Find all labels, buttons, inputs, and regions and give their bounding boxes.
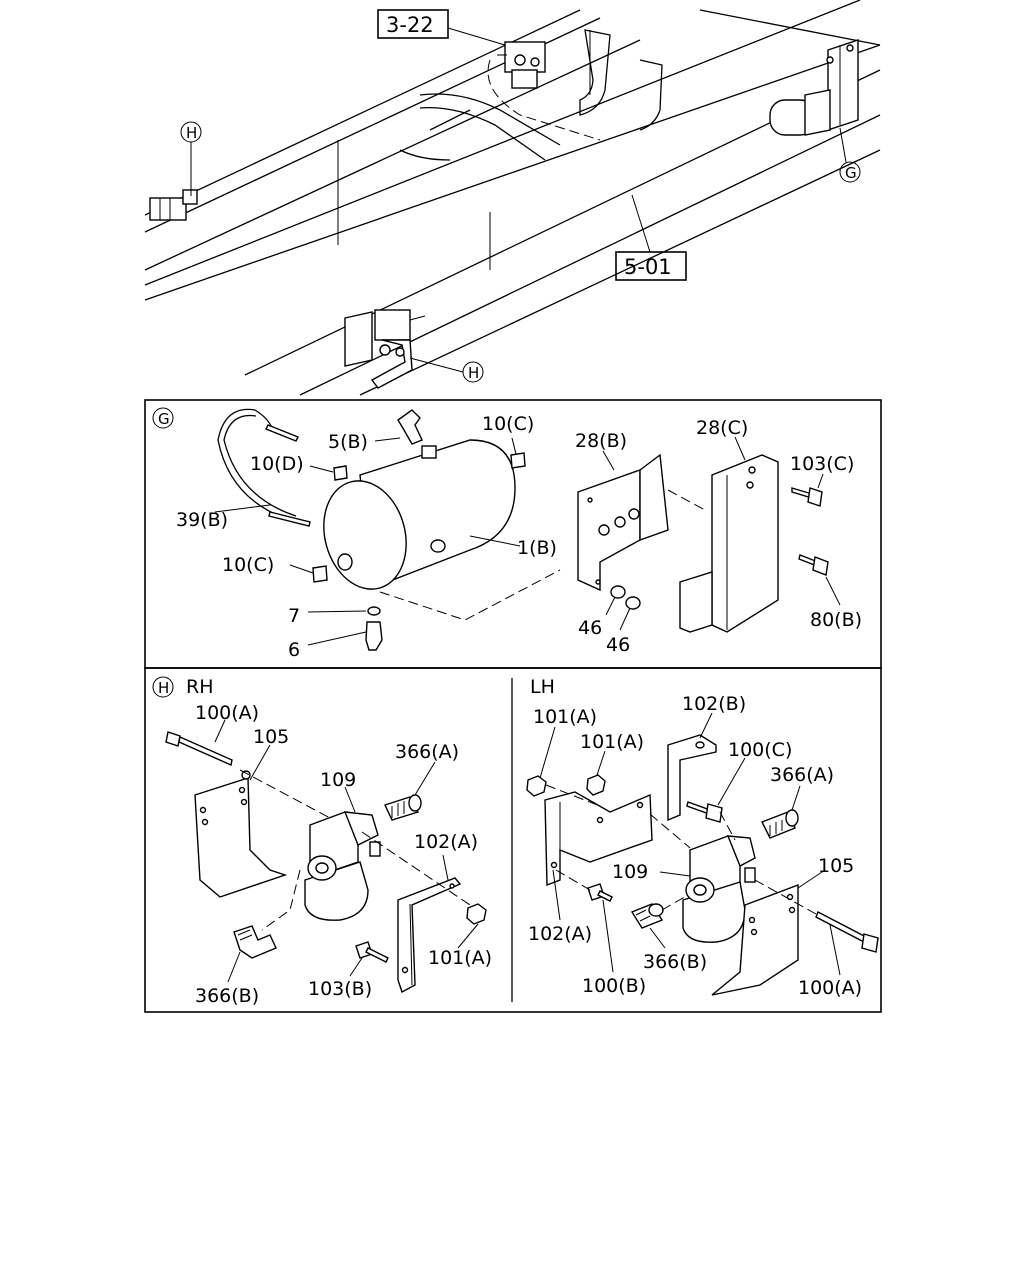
label-10c-top: 10(C) bbox=[482, 413, 534, 435]
rh-label-102a: 102(A) bbox=[414, 831, 478, 853]
rh-label-105: 105 bbox=[253, 726, 289, 748]
label-46-a: 46 bbox=[578, 617, 602, 639]
label-103c: 103(C) bbox=[790, 453, 854, 475]
frame-valve-bottom bbox=[344, 309, 426, 389]
svg-text:H: H bbox=[158, 679, 169, 697]
panel-g: G bbox=[144, 399, 882, 669]
lh-label-101a-1: 101(A) bbox=[533, 706, 597, 728]
lh-label-105: 105 bbox=[818, 855, 854, 877]
lh-fitting-366b bbox=[630, 903, 664, 929]
panel-h: H RH bbox=[144, 667, 882, 1013]
label-39b: 39(B) bbox=[176, 509, 228, 531]
lh-bracket-102b bbox=[667, 734, 717, 822]
rh-label-109: 109 bbox=[320, 769, 356, 791]
bolt-80b bbox=[798, 554, 829, 576]
panel-h-marker: H bbox=[152, 676, 174, 698]
label-10d: 10(D) bbox=[250, 453, 304, 475]
svg-text:5-01: 5-01 bbox=[624, 255, 672, 279]
marker-h-bottom: H bbox=[409, 357, 484, 383]
lh-title: LH bbox=[530, 676, 555, 698]
svg-text:G: G bbox=[845, 164, 857, 182]
air-tank-1b bbox=[323, 439, 561, 621]
lh-bracket-105 bbox=[711, 883, 799, 996]
drain-valve-6 bbox=[365, 621, 383, 651]
panel-g-labels: 5(B) 10(C) 10(D) 39(B) 1(B) 10(C) 7 6 28… bbox=[176, 413, 862, 661]
svg-text:G: G bbox=[158, 410, 170, 428]
frame-valve-left bbox=[149, 189, 198, 221]
lh-label-366a: 366(A) bbox=[770, 764, 834, 786]
svg-text:3-22: 3-22 bbox=[386, 13, 434, 37]
rh-label-101a: 101(A) bbox=[428, 947, 492, 969]
rh-bolt-100a bbox=[165, 731, 233, 766]
lh-bolt-100b bbox=[587, 883, 613, 902]
lh-nut-101a-2 bbox=[586, 774, 606, 796]
label-7: 7 bbox=[288, 605, 300, 627]
washer-7 bbox=[367, 606, 381, 616]
label-6: 6 bbox=[288, 639, 300, 661]
label-10c-left: 10(C) bbox=[222, 554, 274, 576]
rh-title: RH bbox=[186, 676, 214, 698]
svg-text:H: H bbox=[468, 364, 479, 382]
plug-10c-top bbox=[510, 452, 526, 469]
lh-label-100a: 100(A) bbox=[798, 977, 862, 999]
bracket-28c bbox=[679, 454, 779, 633]
panel-h-lh: LH bbox=[526, 676, 879, 999]
rh-fitting-366a bbox=[384, 794, 422, 821]
fitting-5b bbox=[397, 409, 423, 445]
lh-label-102b: 102(B) bbox=[682, 693, 746, 715]
lh-bracket-102a bbox=[544, 791, 653, 887]
lh-nut-101a-1 bbox=[526, 775, 547, 797]
panel-h-rh: H RH bbox=[152, 676, 492, 1007]
rh-label-100a: 100(A) bbox=[195, 702, 259, 724]
marker-h-top-left: H bbox=[180, 121, 202, 196]
rh-bracket-105 bbox=[194, 770, 288, 898]
lh-label-101a-2: 101(A) bbox=[580, 731, 644, 753]
rh-bracket-102a bbox=[397, 877, 462, 994]
frame-tank-right bbox=[769, 39, 859, 136]
lh-bolt-100a bbox=[815, 911, 879, 953]
hose-39b bbox=[217, 408, 311, 527]
lh-valve-109 bbox=[682, 835, 756, 943]
svg-text:H: H bbox=[186, 124, 197, 142]
label-5b: 5(B) bbox=[328, 431, 368, 453]
bolt-103c bbox=[791, 487, 823, 507]
frame-valve-top bbox=[497, 41, 546, 89]
lh-bolt-100c bbox=[686, 801, 723, 823]
panel-g-marker: G bbox=[152, 407, 174, 429]
rh-valve-109 bbox=[304, 811, 381, 921]
chassis-frame-view: 3-22 5-01 H G H bbox=[144, 0, 881, 396]
lh-label-100c: 100(C) bbox=[728, 739, 792, 761]
lh-fitting-366a bbox=[761, 809, 799, 839]
lh-label-100b: 100(B) bbox=[582, 975, 646, 997]
rh-nut-101a bbox=[466, 903, 487, 925]
rh-label-366a: 366(A) bbox=[395, 741, 459, 763]
rh-elbow-366b bbox=[233, 925, 277, 959]
bracket-28b bbox=[577, 453, 706, 592]
rh-label-103b: 103(B) bbox=[308, 978, 372, 1000]
plug-10c-left bbox=[312, 565, 328, 583]
nut-46-b bbox=[625, 596, 641, 610]
lh-label-109: 109 bbox=[612, 861, 648, 883]
rh-label-366b: 366(B) bbox=[195, 985, 259, 1007]
ref-box-5-01: 5-01 bbox=[615, 194, 687, 281]
marker-g-right: G bbox=[839, 127, 861, 183]
label-28b: 28(B) bbox=[575, 430, 627, 452]
lh-label-366b: 366(B) bbox=[643, 951, 707, 973]
lh-label-102a: 102(A) bbox=[528, 923, 592, 945]
label-80b: 80(B) bbox=[810, 609, 862, 631]
ref-box-3-22: 3-22 bbox=[377, 9, 506, 46]
label-1b: 1(B) bbox=[517, 537, 557, 559]
label-46-b: 46 bbox=[606, 634, 630, 656]
rh-bolt-103b bbox=[355, 941, 389, 963]
plug-10d bbox=[333, 465, 348, 481]
label-28c: 28(C) bbox=[696, 417, 748, 439]
nut-46-a bbox=[610, 585, 626, 599]
